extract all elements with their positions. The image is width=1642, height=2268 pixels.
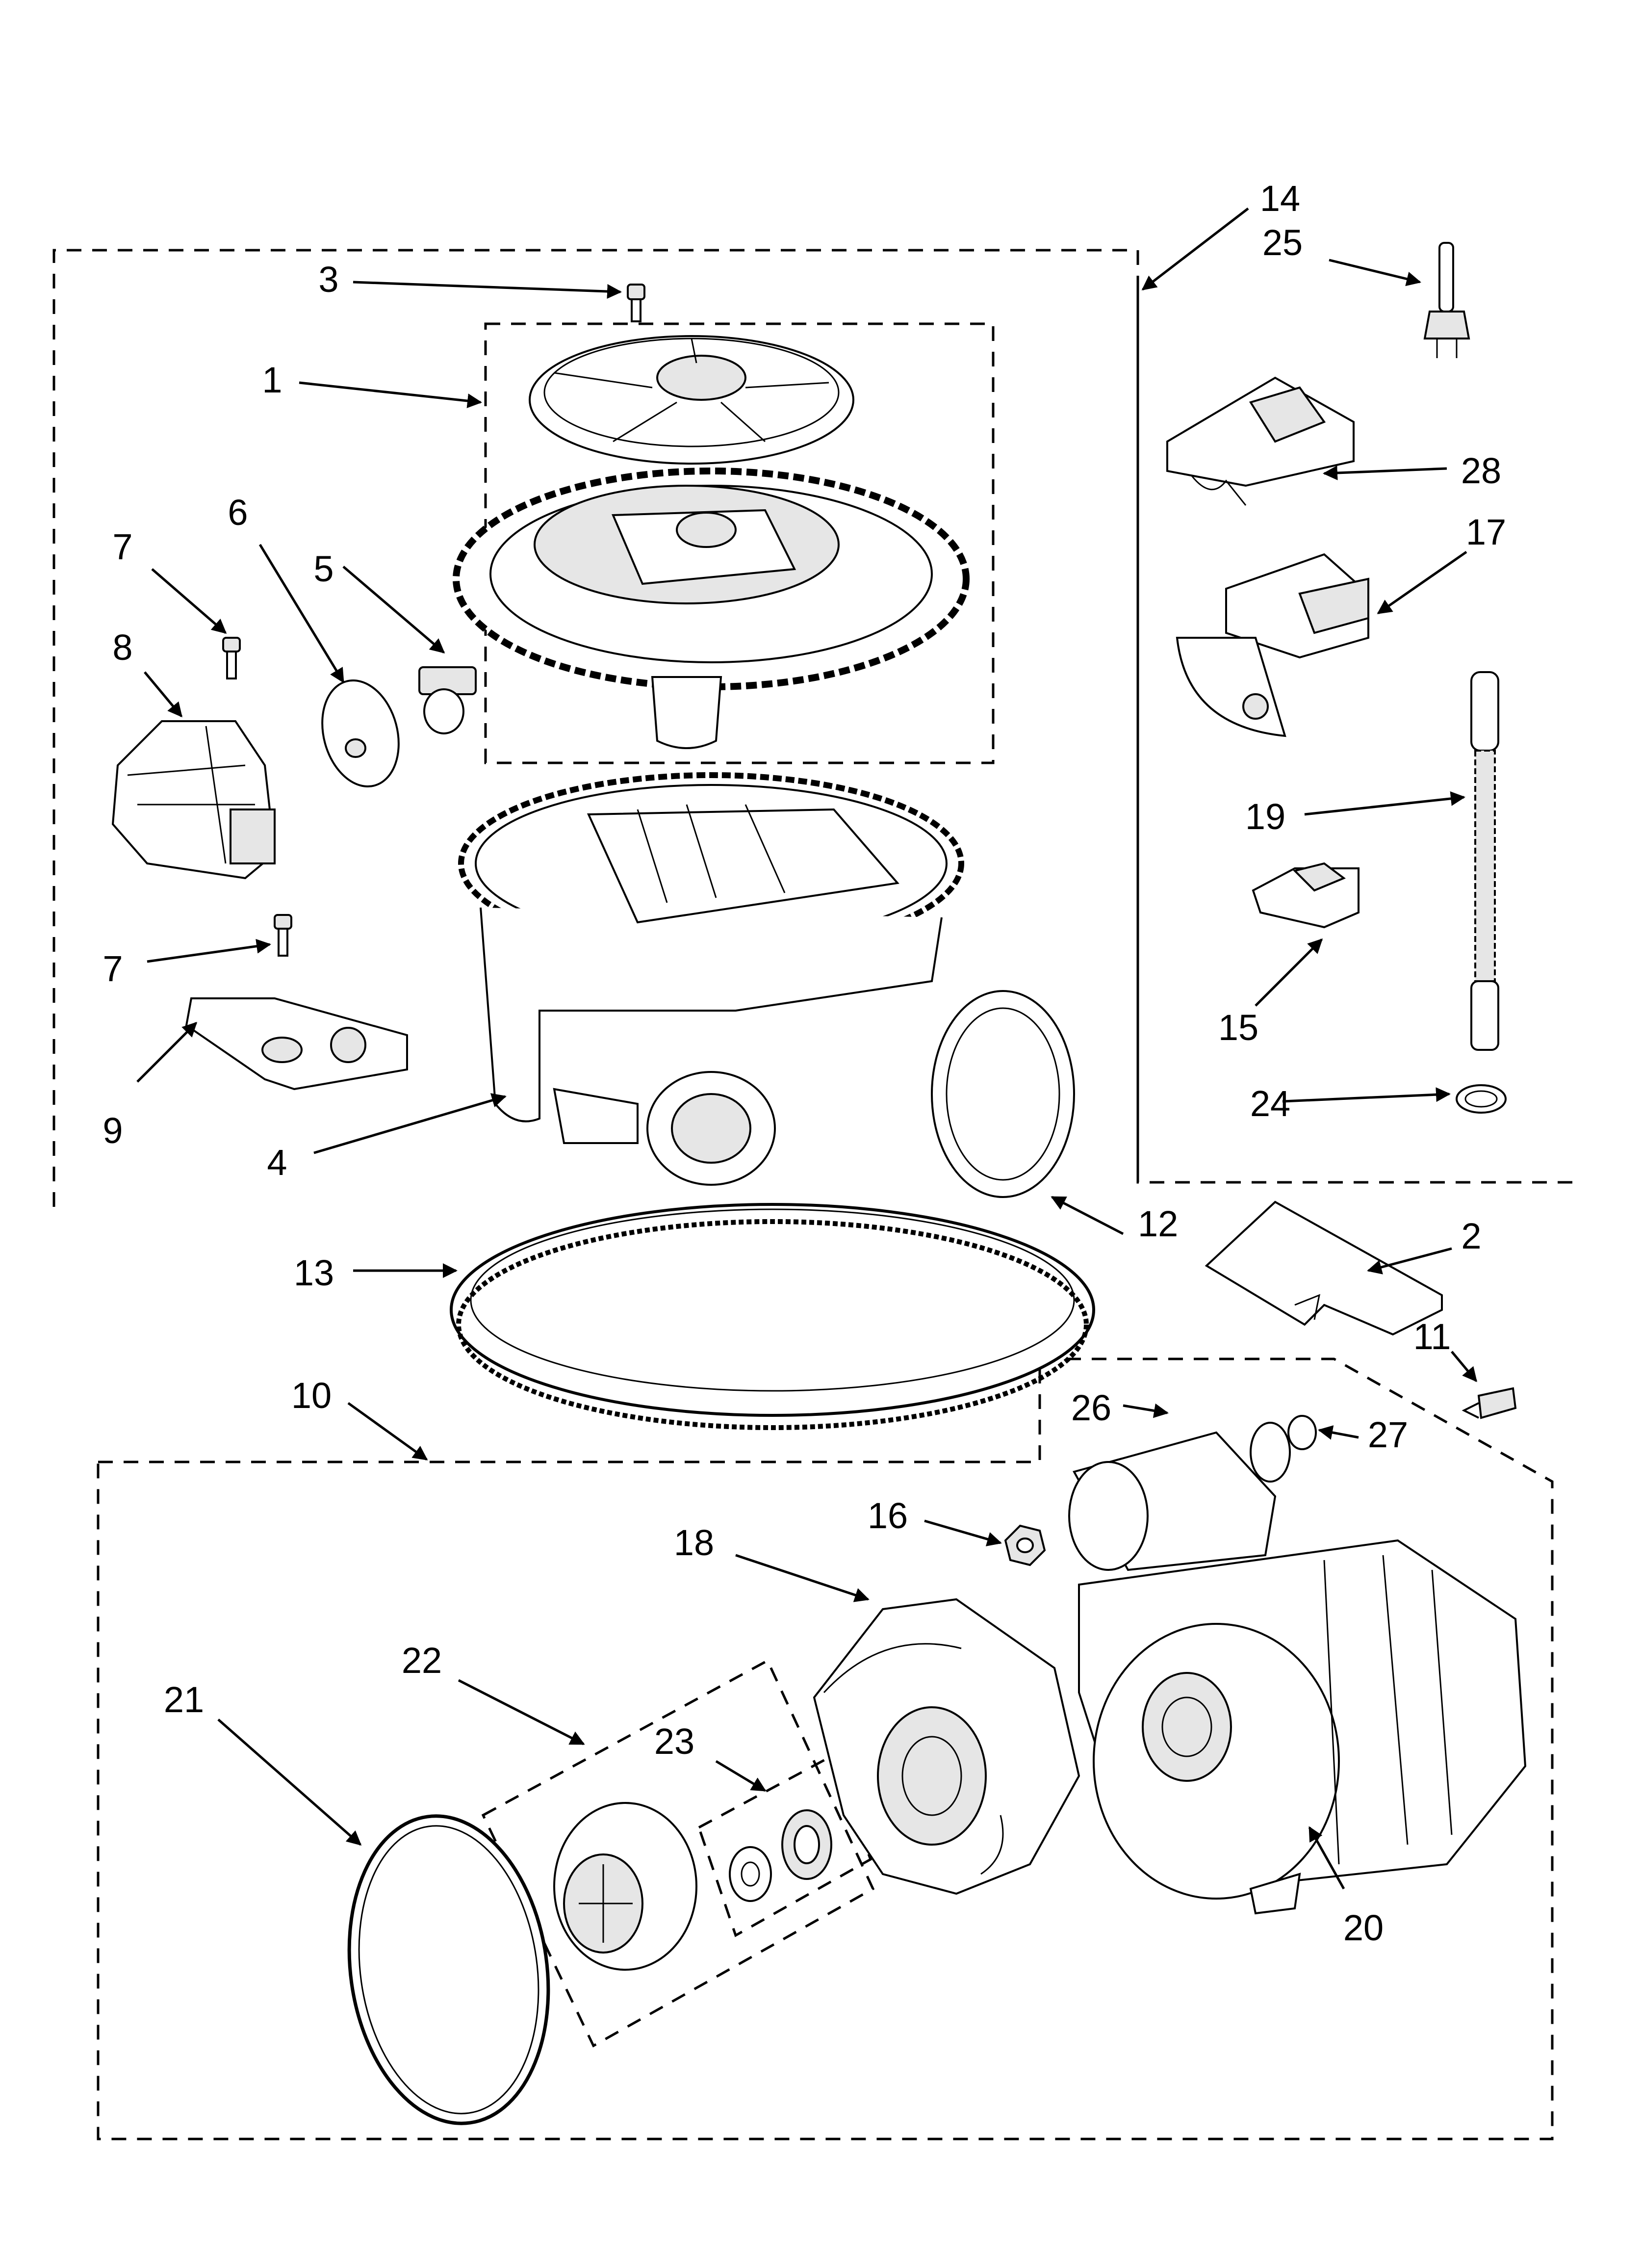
callout-4: 4 xyxy=(267,1142,287,1183)
sensor-part-25 xyxy=(1423,242,1470,358)
callout-20: 20 xyxy=(1343,1907,1384,1948)
callout-6: 6 xyxy=(228,492,248,533)
hose-part-19 xyxy=(1470,671,1499,1051)
callout-15: 15 xyxy=(1218,1007,1258,1048)
callout-17: 17 xyxy=(1466,512,1506,552)
pump-motor-boundary xyxy=(97,1357,1554,2140)
callout-1: 1 xyxy=(262,360,282,400)
motor-part-17 xyxy=(1176,553,1369,737)
seal-inner-boundary xyxy=(697,1754,872,1937)
cover-part-28 xyxy=(1166,376,1355,506)
callout-23: 23 xyxy=(654,1721,694,1762)
nut-part-16 xyxy=(1004,1524,1046,1566)
filter-basket xyxy=(453,468,970,749)
part-drawings xyxy=(111,242,1527,2125)
callout-11: 11 xyxy=(1413,1316,1451,1357)
callout-27: 27 xyxy=(1368,1414,1408,1455)
screw-part-11 xyxy=(1462,1387,1517,1419)
callout-9: 9 xyxy=(103,1110,123,1151)
filter-top-plate xyxy=(529,335,854,465)
sump-part-4 xyxy=(458,772,964,1186)
callout-2: 2 xyxy=(1461,1216,1481,1256)
callout-5: 5 xyxy=(313,548,334,589)
callout-10: 10 xyxy=(291,1375,332,1416)
bracket-part-9 xyxy=(185,997,408,1091)
group-outlines xyxy=(52,249,1574,2140)
cover-part-8 xyxy=(111,720,276,880)
callout-12: 12 xyxy=(1138,1203,1178,1244)
seal-part-23 xyxy=(729,1809,832,1902)
callout-25: 25 xyxy=(1262,222,1303,263)
oring-part-21 xyxy=(347,1814,550,2125)
gasket-part-13 xyxy=(450,1203,1095,1430)
motor-part-20 xyxy=(1068,1422,1527,1915)
callout-22: 22 xyxy=(402,1640,442,1681)
callout-26: 26 xyxy=(1071,1387,1111,1428)
screw-part-7-top xyxy=(222,637,241,679)
filter-assembly-boundary xyxy=(484,322,995,764)
callout-19: 19 xyxy=(1245,796,1285,837)
callout-13: 13 xyxy=(294,1252,334,1293)
impeller-part-22 xyxy=(553,1802,697,1971)
callout-18: 18 xyxy=(674,1522,714,1563)
disc-part-6 xyxy=(321,679,400,788)
callout-8: 8 xyxy=(112,627,132,668)
callout-labels: 1 2 3 4 5 6 7 7 8 9 10 11 12 13 14 25 15… xyxy=(103,178,1506,1948)
callout-28: 28 xyxy=(1461,450,1501,491)
housing-part-18 xyxy=(813,1598,1080,1895)
leader-lines xyxy=(136,208,1477,1890)
clip-part-5 xyxy=(418,666,477,734)
callout-24: 24 xyxy=(1250,1083,1290,1124)
callout-7-bottom: 7 xyxy=(103,948,123,989)
callout-21: 21 xyxy=(164,1679,204,1720)
callout-14: 14 xyxy=(1260,178,1300,219)
clamp-part-24 xyxy=(1456,1084,1507,1114)
callout-16: 16 xyxy=(868,1495,908,1536)
callout-3: 3 xyxy=(318,259,338,300)
screw-part-7-bottom xyxy=(274,914,292,957)
bracket-part-15 xyxy=(1252,862,1360,929)
sump-assembly-boundary xyxy=(52,249,1574,1207)
seal-kit-boundary xyxy=(481,1659,875,2048)
callout-7-top: 7 xyxy=(112,526,132,567)
screw-part-3 xyxy=(627,284,645,322)
shield-part-2 xyxy=(1205,1200,1443,1336)
ring-part-12 xyxy=(931,990,1075,1198)
washer-part-27 xyxy=(1287,1415,1317,1450)
